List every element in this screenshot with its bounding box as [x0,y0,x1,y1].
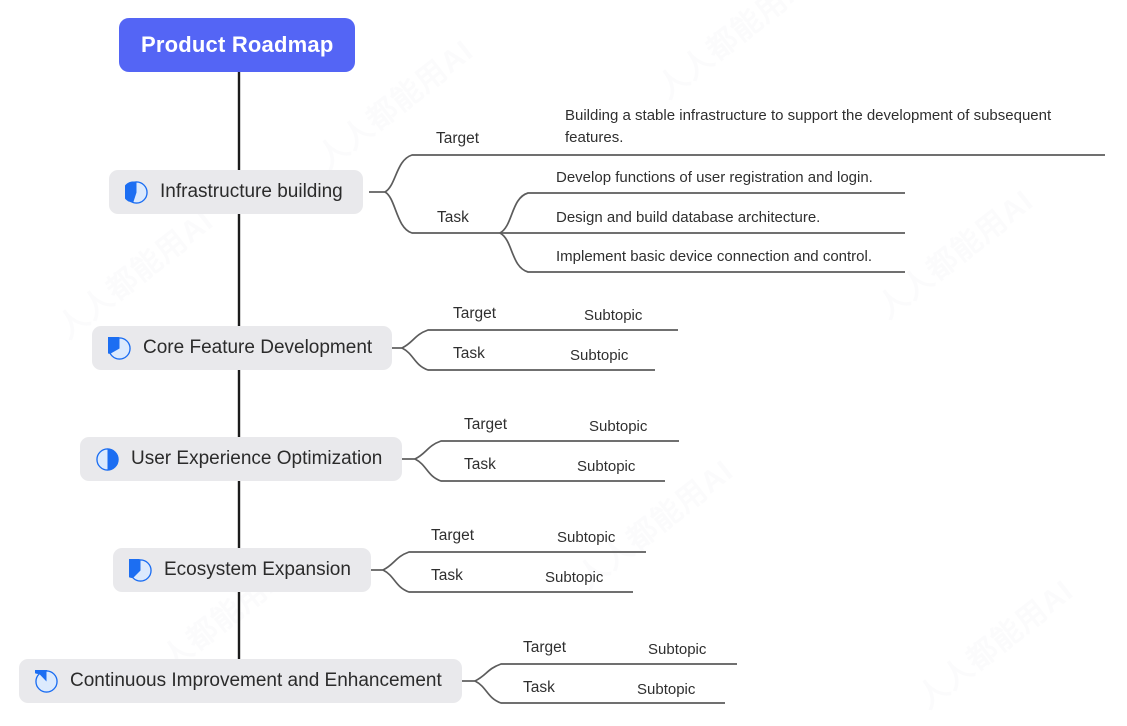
group-label-task-3[interactable]: Task [464,456,496,473]
branch-node-infrastructure-building[interactable]: Infrastructure building [109,170,363,214]
root-node[interactable]: Product Roadmap [119,18,356,72]
pie-progress-icon [108,336,131,360]
branch-node-ecosystem-expansion[interactable]: Ecosystem Expansion [113,548,371,592]
branch-node-label: Infrastructure building [160,181,343,202]
fork-4-target [382,551,646,571]
group-label-target-1[interactable]: Target [436,130,480,147]
branch-node-label: User Experience Optimization [131,448,383,469]
fork-2-target [401,329,678,349]
fork-5-target [474,663,737,682]
group-label-task-4[interactable]: Task [431,567,463,584]
leaf-label-1-task-2[interactable]: Design and build database architecture. [556,209,821,226]
branch-node-user-experience-optimization[interactable]: User Experience Optimization [80,437,403,481]
watermark-text: 人人都能用AI [911,574,1080,716]
fork-3-target [414,440,679,460]
leaf-label-2-task-1[interactable]: Subtopic [570,347,629,364]
group-label-task-1[interactable]: Task [437,209,469,226]
leaf-label-2-target-1[interactable]: Subtopic [584,307,643,324]
pie-progress-icon [125,180,148,204]
watermark-text: 人人都能用AI [871,184,1040,326]
leaf-label-1-task-3[interactable]: Implement basic device connection and co… [556,248,873,265]
watermark-text: 人人都能用AI [51,204,220,346]
group-label-target-3[interactable]: Target [464,416,508,433]
leaf-label-5-task-1[interactable]: Subtopic [637,681,696,698]
pie-progress-icon [96,447,119,471]
branch-node-continuous-improvement-and-enhancement[interactable]: Continuous Improvement and Enhancement [19,659,462,703]
group-label-target-5[interactable]: Target [523,639,567,656]
pie-progress-icon [35,669,58,693]
leaf-label-1-task-1[interactable]: Develop functions of user registration a… [556,169,873,186]
root-node-label: Product Roadmap [141,32,334,57]
branch-node-label: Continuous Improvement and Enhancement [70,670,442,691]
group-label-task-2[interactable]: Task [453,345,485,362]
leaf-label-3-target-1[interactable]: Subtopic [589,418,648,435]
branch-node-core-feature-development[interactable]: Core Feature Development [92,326,393,370]
branch-node-label: Core Feature Development [143,337,373,358]
pie-progress-icon [129,558,152,582]
watermark-text: 人人都能用AI [651,0,820,106]
group-label-target-2[interactable]: Target [453,305,497,322]
group-label-target-4[interactable]: Target [431,527,475,544]
group-label-task-5[interactable]: Task [523,679,555,696]
leaf-label-1-target-1[interactable]: Building a stable infrastructure to supp… [565,107,1052,146]
branch-node-label: Ecosystem Expansion [164,559,351,580]
leaf-label-5-target-1[interactable]: Subtopic [648,641,707,658]
leaf-label-4-task-1[interactable]: Subtopic [545,569,604,586]
leaf-label-4-target-1[interactable]: Subtopic [557,529,616,546]
leaf-label-3-task-1[interactable]: Subtopic [577,458,636,475]
